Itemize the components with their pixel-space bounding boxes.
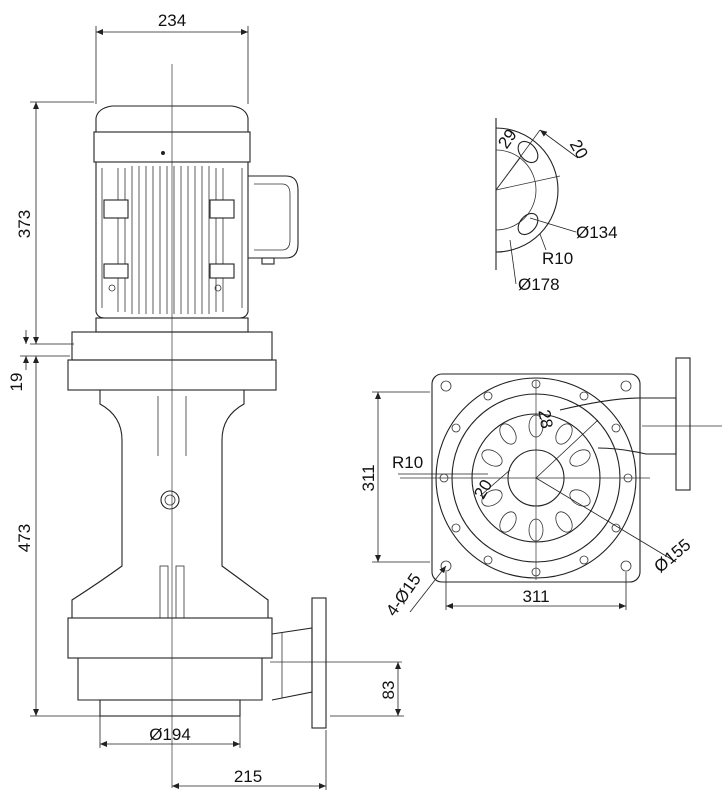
dim-hole-radius: R10	[392, 453, 423, 472]
dim-pump-height: 473	[15, 524, 34, 552]
dimension-labels: 234 373 19 473 Ø194 215 83 311 311 R10 2…	[7, 11, 695, 786]
side-view-dimensions	[20, 26, 404, 790]
dim-motor-height: 373	[15, 210, 34, 238]
side-elevation-view	[67, 64, 402, 788]
dim-plate-width: 311	[522, 587, 549, 606]
dim-bolt-holes: 4-Ø15	[382, 570, 425, 620]
plan-view-dimensions	[372, 391, 627, 613]
dim-outlet-height: 83	[379, 681, 398, 700]
detail-view	[495, 118, 579, 285]
dim-detail-outer-circle: Ø178	[518, 275, 560, 294]
dim-detail-radius: R10	[542, 249, 573, 268]
dim-base-diameter: Ø194	[149, 725, 191, 744]
dim-slot-pitch: 28	[534, 408, 556, 430]
dim-outlet-offset: 215	[234, 767, 262, 786]
dim-detail-inner-circle: Ø134	[576, 223, 618, 242]
dim-bolt-circle: Ø155	[650, 535, 694, 576]
flange-plan-view	[398, 357, 722, 583]
dim-flange-thickness: 19	[7, 373, 26, 392]
dim-detail-spacing: 29	[494, 126, 520, 152]
dim-motor-width: 234	[158, 11, 186, 30]
dim-detail-slot: 20	[566, 136, 592, 162]
dim-slot-width: 20	[470, 476, 496, 502]
dim-plate-height: 311	[359, 464, 378, 491]
